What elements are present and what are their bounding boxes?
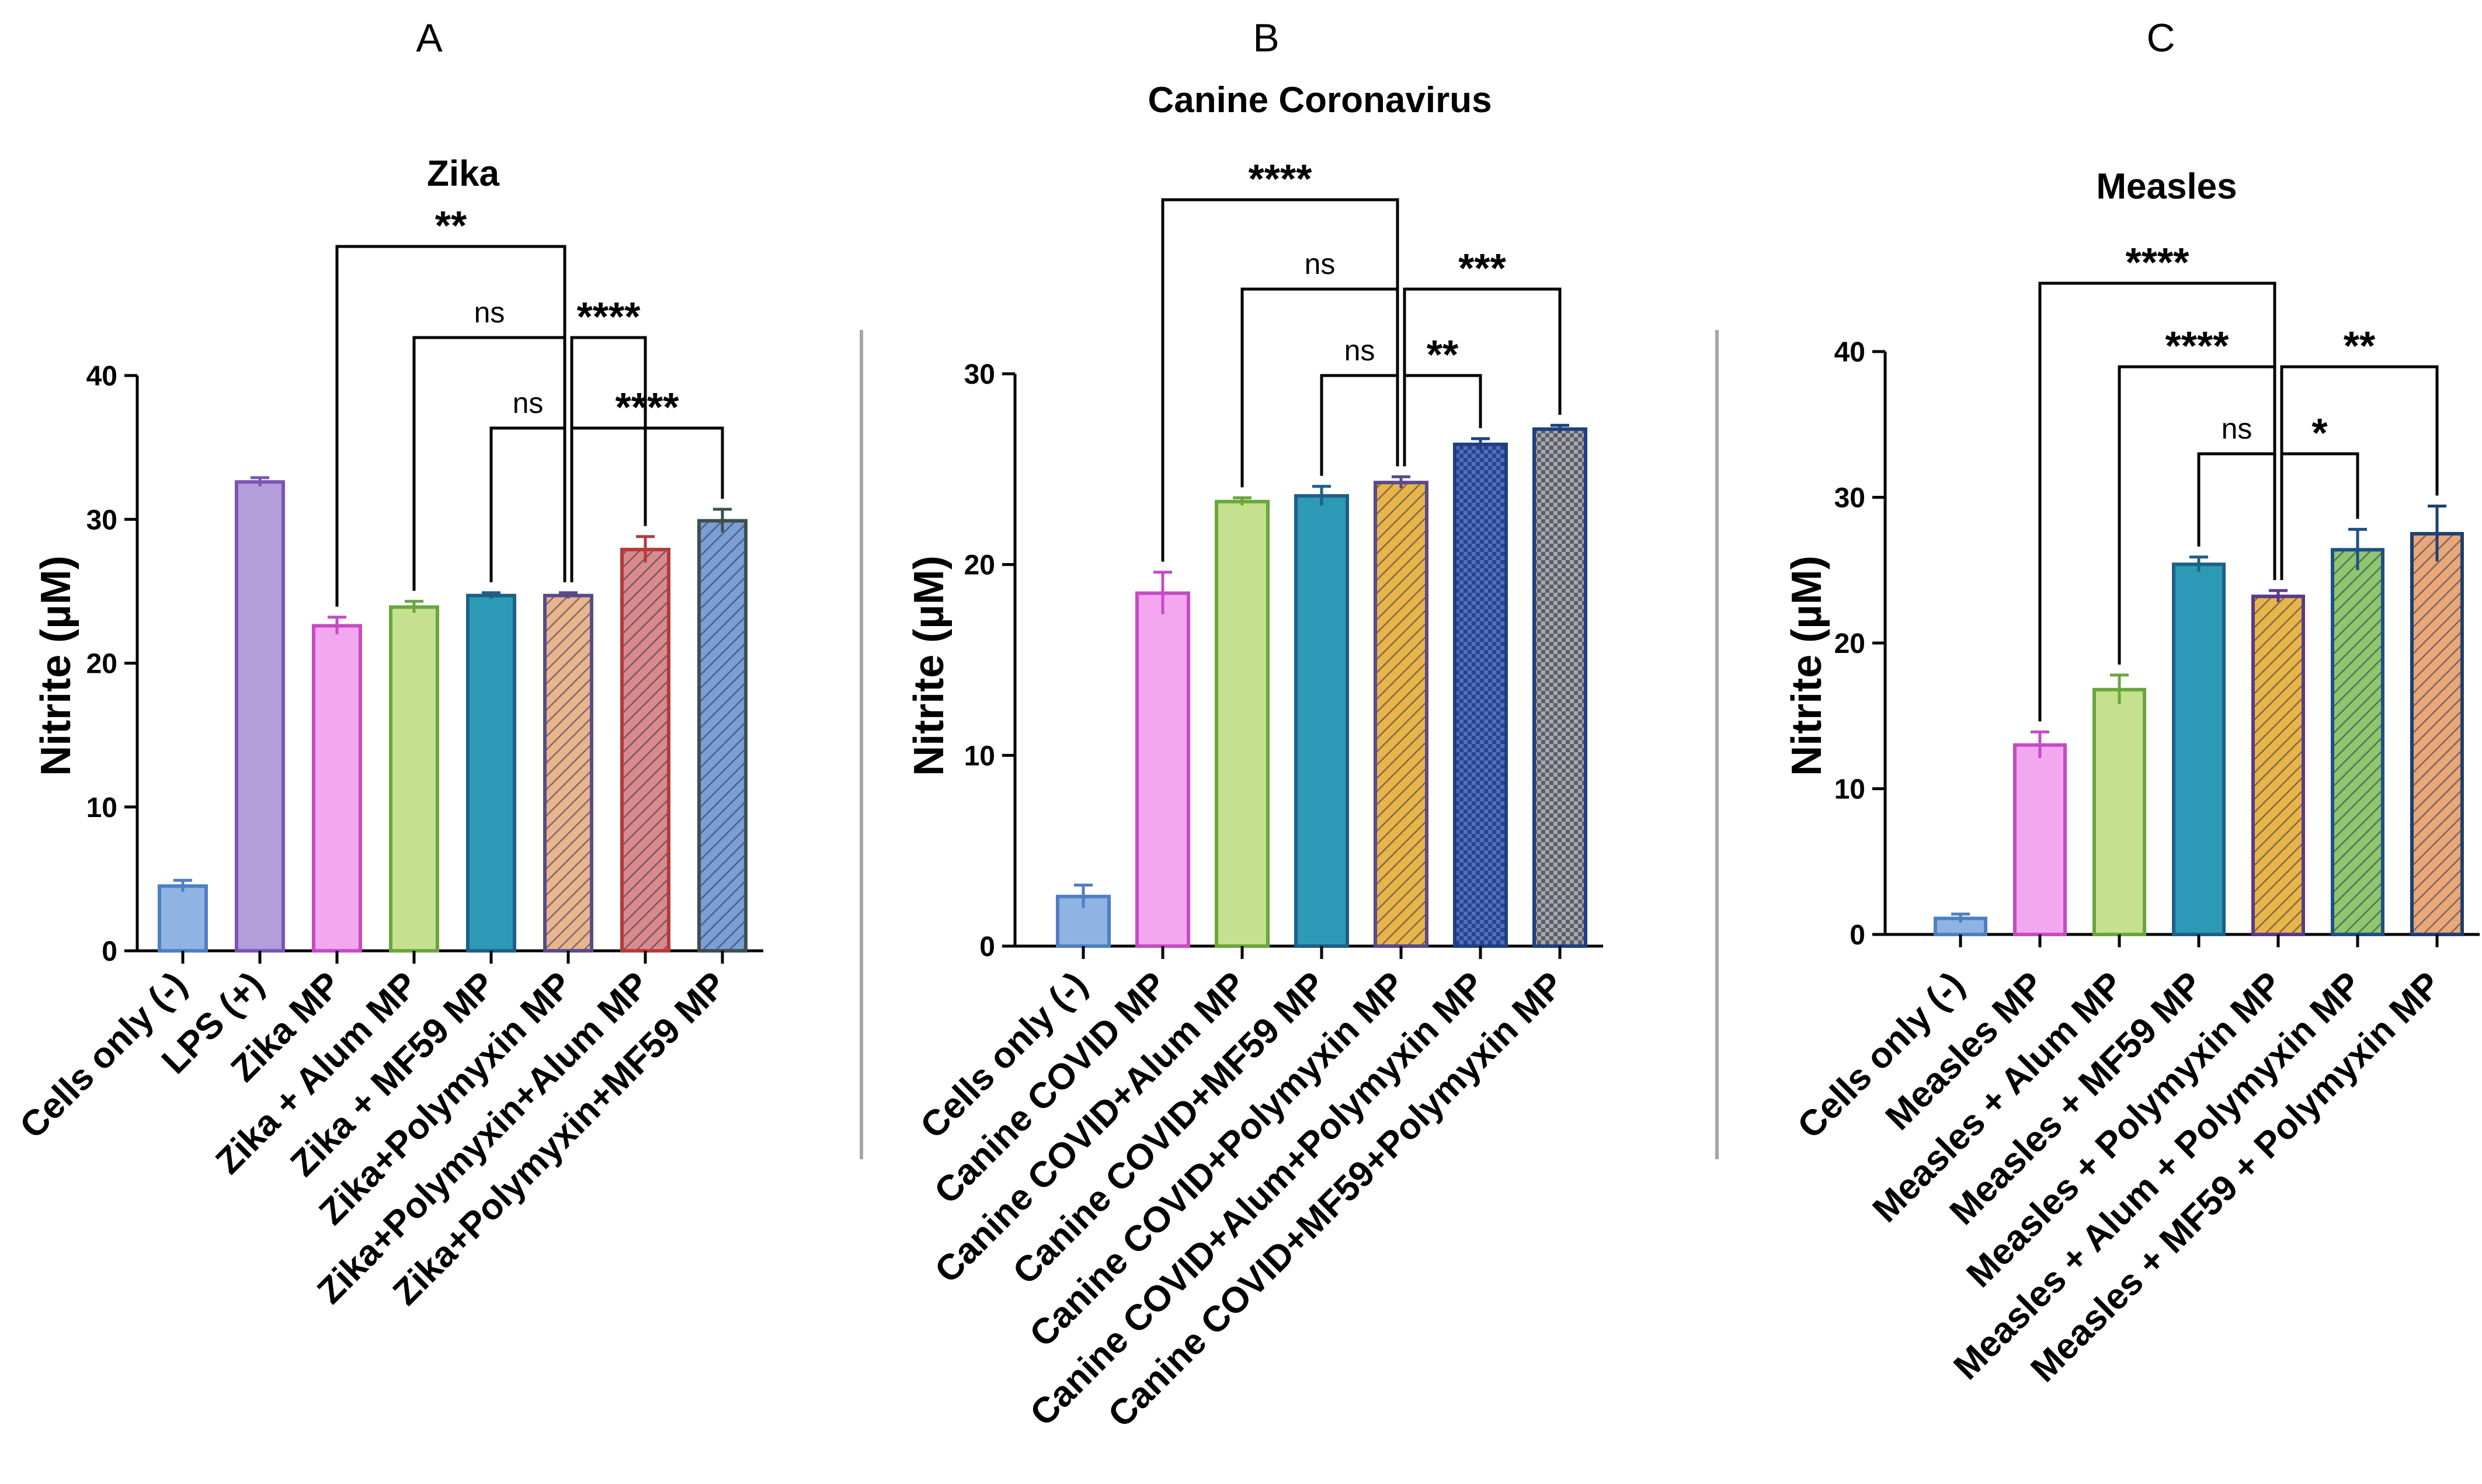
y-tick-label: 20: [1834, 628, 1865, 659]
panel-letter-a: A: [416, 16, 443, 60]
bar: [158, 884, 208, 953]
significance-bracket: [570, 336, 647, 582]
panel-title-c: Measles: [2096, 166, 2237, 207]
significance-label: ns: [1305, 248, 1336, 280]
y-tick-label: 0: [102, 936, 117, 967]
significance-label: ****: [2126, 239, 2190, 285]
y-tick-label: 30: [964, 359, 995, 390]
significance-bracket: [2038, 281, 2276, 722]
panel-title-b: Canine Coronavirus: [1148, 80, 1492, 120]
y-tick-label: 20: [86, 649, 117, 680]
significance-label: ns: [513, 387, 544, 419]
y-axis-label-b: Nitrite (µM): [906, 555, 953, 776]
bar-hatch: [1377, 484, 1425, 944]
bar: [312, 624, 362, 953]
significance-label: ****: [577, 294, 641, 339]
bar: [1294, 494, 1349, 948]
bar: [235, 480, 285, 953]
significance-bracket: [1403, 374, 1482, 467]
y-tick-label: 10: [86, 793, 117, 823]
y-tick-label: 40: [1834, 337, 1865, 368]
y-tick-label: 40: [86, 361, 117, 392]
y-axis-label-a: Nitrite (µM): [33, 555, 79, 776]
significance-label: ***: [1458, 245, 1506, 291]
significance-bracket: [335, 245, 566, 607]
significance-bracket: [2280, 452, 2359, 581]
significance-label: ns: [1344, 334, 1375, 367]
bar-hatch: [701, 522, 744, 949]
bar-hatch: [624, 551, 667, 949]
bar-hatch: [547, 597, 590, 949]
significance-label: ns: [474, 296, 505, 329]
bar: [2092, 687, 2146, 936]
significance-bracket: [1320, 374, 1399, 476]
significance-bracket: [2197, 452, 2276, 581]
y-tick-label: 10: [964, 741, 995, 771]
bar-hatch: [1456, 446, 1504, 944]
y-axis-label-c: Nitrite (µM): [1784, 555, 1830, 776]
panel-letter-c: C: [2146, 16, 2175, 60]
bar-hatch: [2334, 551, 2381, 933]
bar-hatch: [1536, 430, 1584, 944]
significance-bracket: [1240, 287, 1399, 488]
y-tick-label: 30: [1834, 483, 1865, 514]
bar: [2172, 562, 2226, 936]
significance-bracket: [1161, 198, 1399, 562]
panel-title-a: Zika: [427, 154, 500, 194]
y-tick-label: 0: [979, 932, 995, 962]
y-tick-label: 0: [1850, 920, 1865, 951]
significance-bracket: [412, 336, 566, 591]
bar: [466, 593, 516, 953]
significance-label: **: [2344, 323, 2376, 369]
significance-label: **: [1427, 332, 1459, 377]
y-tick-label: 10: [1834, 774, 1865, 805]
significance-bracket: [570, 426, 724, 582]
y-tick-label: 20: [964, 550, 995, 581]
bar: [2013, 743, 2067, 937]
significance-label: ****: [2165, 323, 2230, 369]
significance-label: *: [2311, 410, 2328, 456]
significance-label: ****: [1249, 156, 1313, 201]
significance-label: **: [435, 203, 467, 248]
y-tick-label: 30: [86, 505, 117, 536]
bar-hatch: [2414, 535, 2460, 933]
significance-label: ns: [2222, 412, 2252, 445]
significance-bracket: [489, 426, 566, 582]
significance-label: ****: [616, 384, 680, 430]
bar: [389, 605, 439, 953]
panel-letter-b: B: [1253, 16, 1279, 60]
bar: [1135, 591, 1190, 948]
bar: [1215, 499, 1270, 948]
bar-hatch: [2255, 598, 2302, 933]
